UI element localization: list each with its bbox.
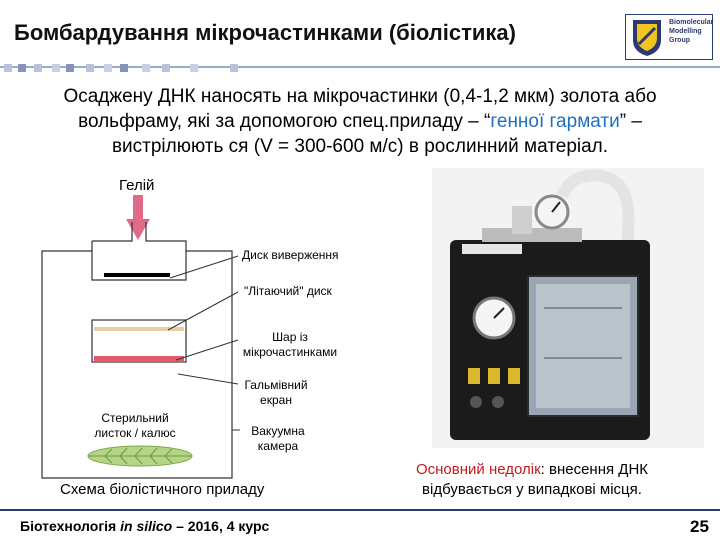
gene-gun-photo: [432, 168, 704, 448]
particle-layer-label: Шар із мікрочастинками: [242, 330, 338, 359]
helium-arrow-shaft: [133, 195, 143, 219]
footer-divider: [0, 509, 720, 511]
rupture-disk-label: Диск виверження: [242, 248, 339, 262]
drawback-label: Основний недолік: [415, 461, 541, 478]
slide-title: Бомбардування мікрочастинками (біолістик…: [14, 20, 516, 45]
diagram-caption: Схема біолістичного приладу: [60, 481, 265, 498]
intro-paragraph: Осаджену ДНК наносять на мікрочастинки (…: [63, 86, 657, 157]
macrocarrier-housing: [91, 319, 187, 363]
rupture-disk-housing: [91, 222, 187, 281]
logo-caption: Biomolecular Modelling Group: [669, 19, 714, 44]
biomolecular-modelling-group-logo: [625, 14, 713, 60]
biolistic-device-diagram: [41, 195, 240, 479]
footer-course: Біотехнологія in silico – 2016, 4 курс: [20, 518, 270, 534]
sterile-leaf-label: Стерильний листок / калюс: [94, 411, 176, 440]
flying-disk: [94, 327, 184, 331]
main-drawback: Основний недолік: внесення ДНК відбуваєт…: [415, 461, 649, 498]
gene-gun-term: генної гармати: [490, 111, 620, 132]
microparticle-layer: [94, 356, 184, 361]
decorative-squares: [0, 64, 720, 72]
vacuum-chamber-label: Вакуумна камера: [251, 424, 305, 453]
page-number: 25: [690, 517, 709, 536]
vacuum-chamber-outline: [41, 250, 233, 479]
helium-label: Гелій: [119, 177, 155, 194]
flying-disk-label: "Літаючий" диск: [244, 284, 332, 298]
stop-screen-label: Гальмівний екран: [244, 378, 308, 407]
